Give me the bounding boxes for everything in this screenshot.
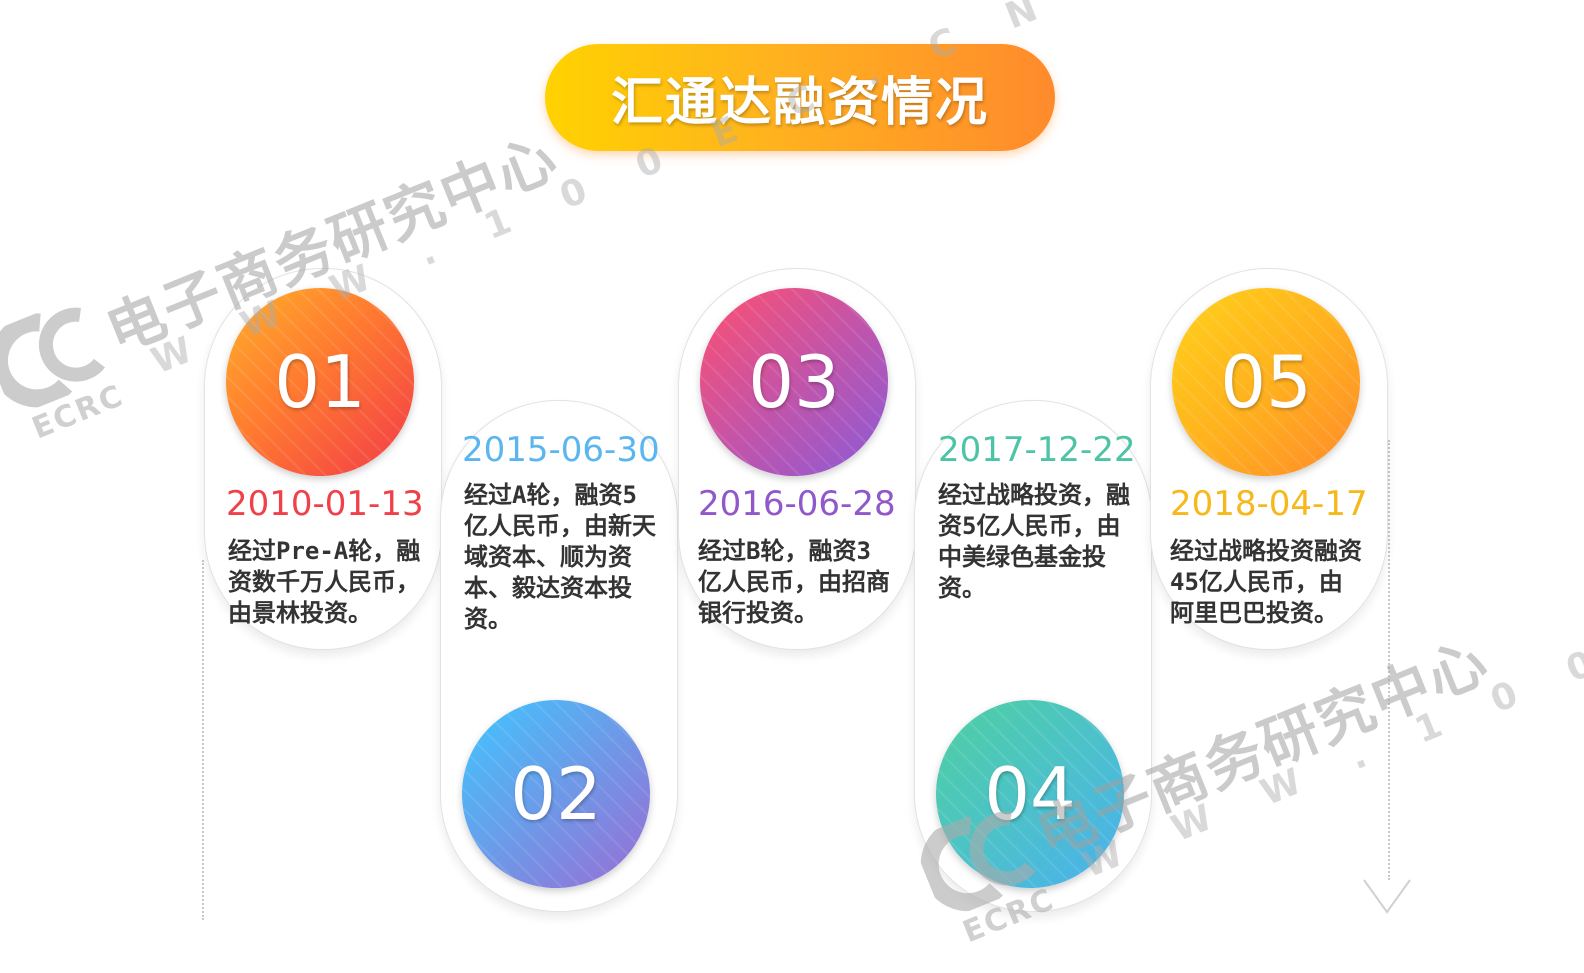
step-05-date: 2018-04-17 — [1170, 484, 1368, 524]
ecrc-logo-icon-2 — [920, 811, 1036, 912]
step-04-circle: 04 — [936, 700, 1124, 888]
watermark-bottom: 电子商务研究中心 W W W . 1 0 0 E C . C N ECRC — [825, 394, 1584, 960]
step-03-number: 03 — [748, 340, 840, 424]
step-01-date: 2010-01-13 — [226, 484, 424, 524]
step-01-circle: 01 — [226, 288, 414, 476]
left-dotted-line — [202, 560, 204, 920]
step-03-date: 2016-06-28 — [698, 484, 896, 524]
watermark-top: 电子商务研究中心 W W W . 1 0 0 E C . C N ECRC — [0, 0, 1063, 460]
step-02-desc: 经过A轮，融资5亿人民币，由新天域资本、顺为资本、毅达资本投资。 — [464, 481, 656, 633]
step-05-number: 05 — [1220, 340, 1312, 424]
step-01-desc: 经过Pre-A轮，融资数千万人民币，由景林投资。 — [228, 537, 421, 627]
step-02-date: 2015-06-30 — [462, 430, 660, 470]
title-banner: 汇通达融资情况 — [545, 44, 1055, 151]
page-title: 汇通达融资情况 — [610, 73, 989, 133]
step-03-circle: 03 — [700, 288, 888, 476]
step-05-desc: 经过战略投资融资45亿人民币，由阿里巴巴投资。 — [1170, 537, 1362, 627]
step-02-number: 02 — [510, 752, 602, 836]
step-02-circle: 02 — [462, 700, 650, 888]
ecrc-logo-icon — [0, 307, 106, 408]
step-04-desc: 经过战略投资，融资5亿人民币，由中美绿色基金投资。 — [938, 481, 1130, 602]
step-03-desc: 经过B轮，融资3亿人民币，由招商银行投资。 — [698, 537, 890, 627]
watermark-cn-text-2: 电子商务研究中心 — [1027, 626, 1498, 870]
watermark-cn-text: 电子商务研究中心 — [96, 123, 568, 366]
step-01-number: 01 — [274, 340, 366, 424]
step-05-circle: 05 — [1172, 288, 1360, 476]
watermark-url-text-2: W W W . 1 0 0 E C . C N — [1076, 484, 1584, 887]
step-04-date: 2017-12-22 — [938, 430, 1136, 470]
chevron-down-icon — [1363, 879, 1411, 914]
right-dotted-line — [1388, 440, 1390, 880]
